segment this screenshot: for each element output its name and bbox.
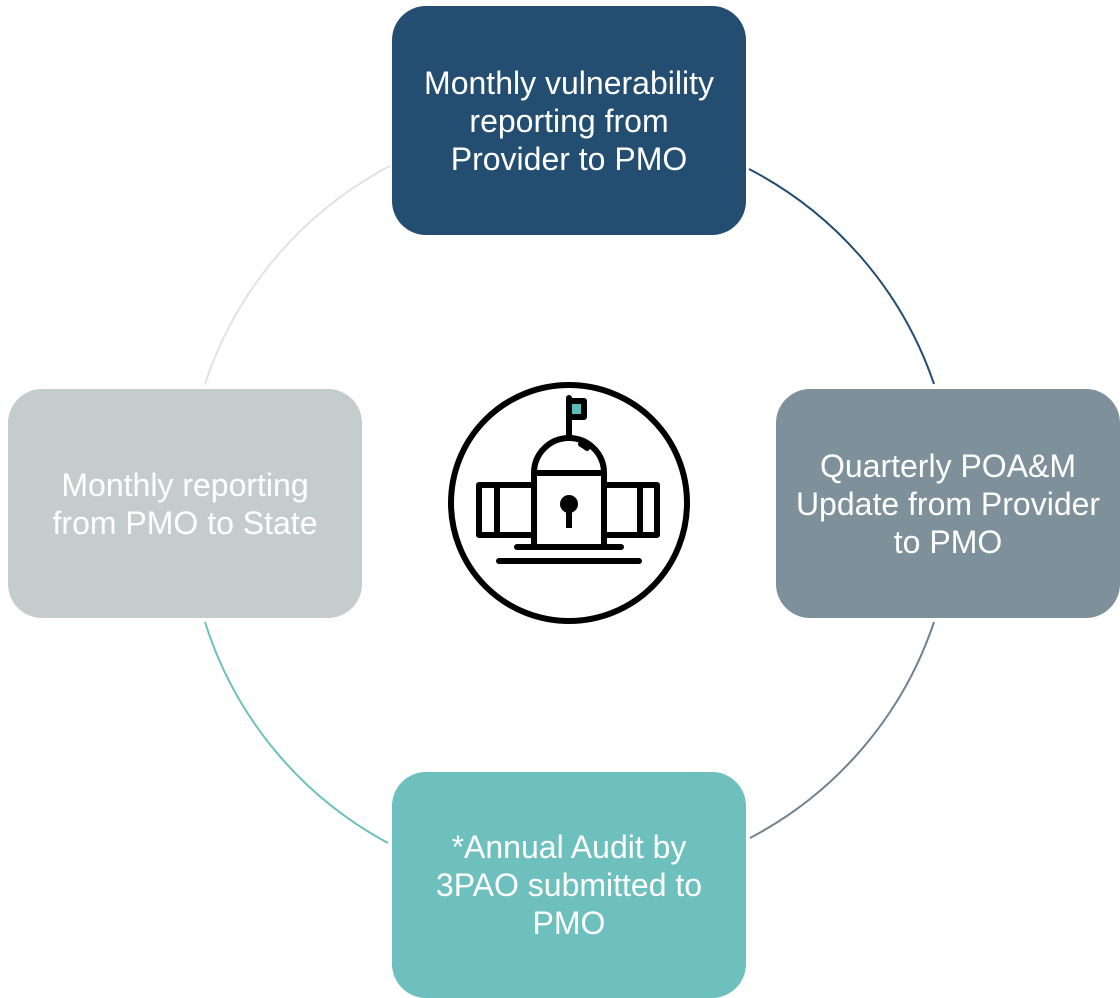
step-monthly-reporting-to-state: Monthly reporting from PMO to State <box>8 389 362 618</box>
step-annual-audit: *Annual Audit by 3PAO submitted to PMO <box>392 772 746 998</box>
arc-left-top <box>204 165 391 385</box>
step-quarterly-poam-update: Quarterly POA&M Update from Provider to … <box>776 389 1120 618</box>
step-label: Quarterly POA&M Update from Provider to … <box>795 447 1101 560</box>
step-label: Monthly reporting from PMO to State <box>52 466 318 541</box>
arc-right-bottom <box>749 621 935 839</box>
step-monthly-vulnerability-reporting: Monthly vulnerability reporting from Pro… <box>392 6 746 235</box>
arc-bottom-left <box>204 621 389 844</box>
capitol-building-icon <box>448 382 690 624</box>
step-label: Monthly vulnerability reporting from Pro… <box>424 64 714 177</box>
step-label: *Annual Audit by 3PAO submitted to PMO <box>435 829 703 941</box>
arc-top-right <box>748 168 935 385</box>
